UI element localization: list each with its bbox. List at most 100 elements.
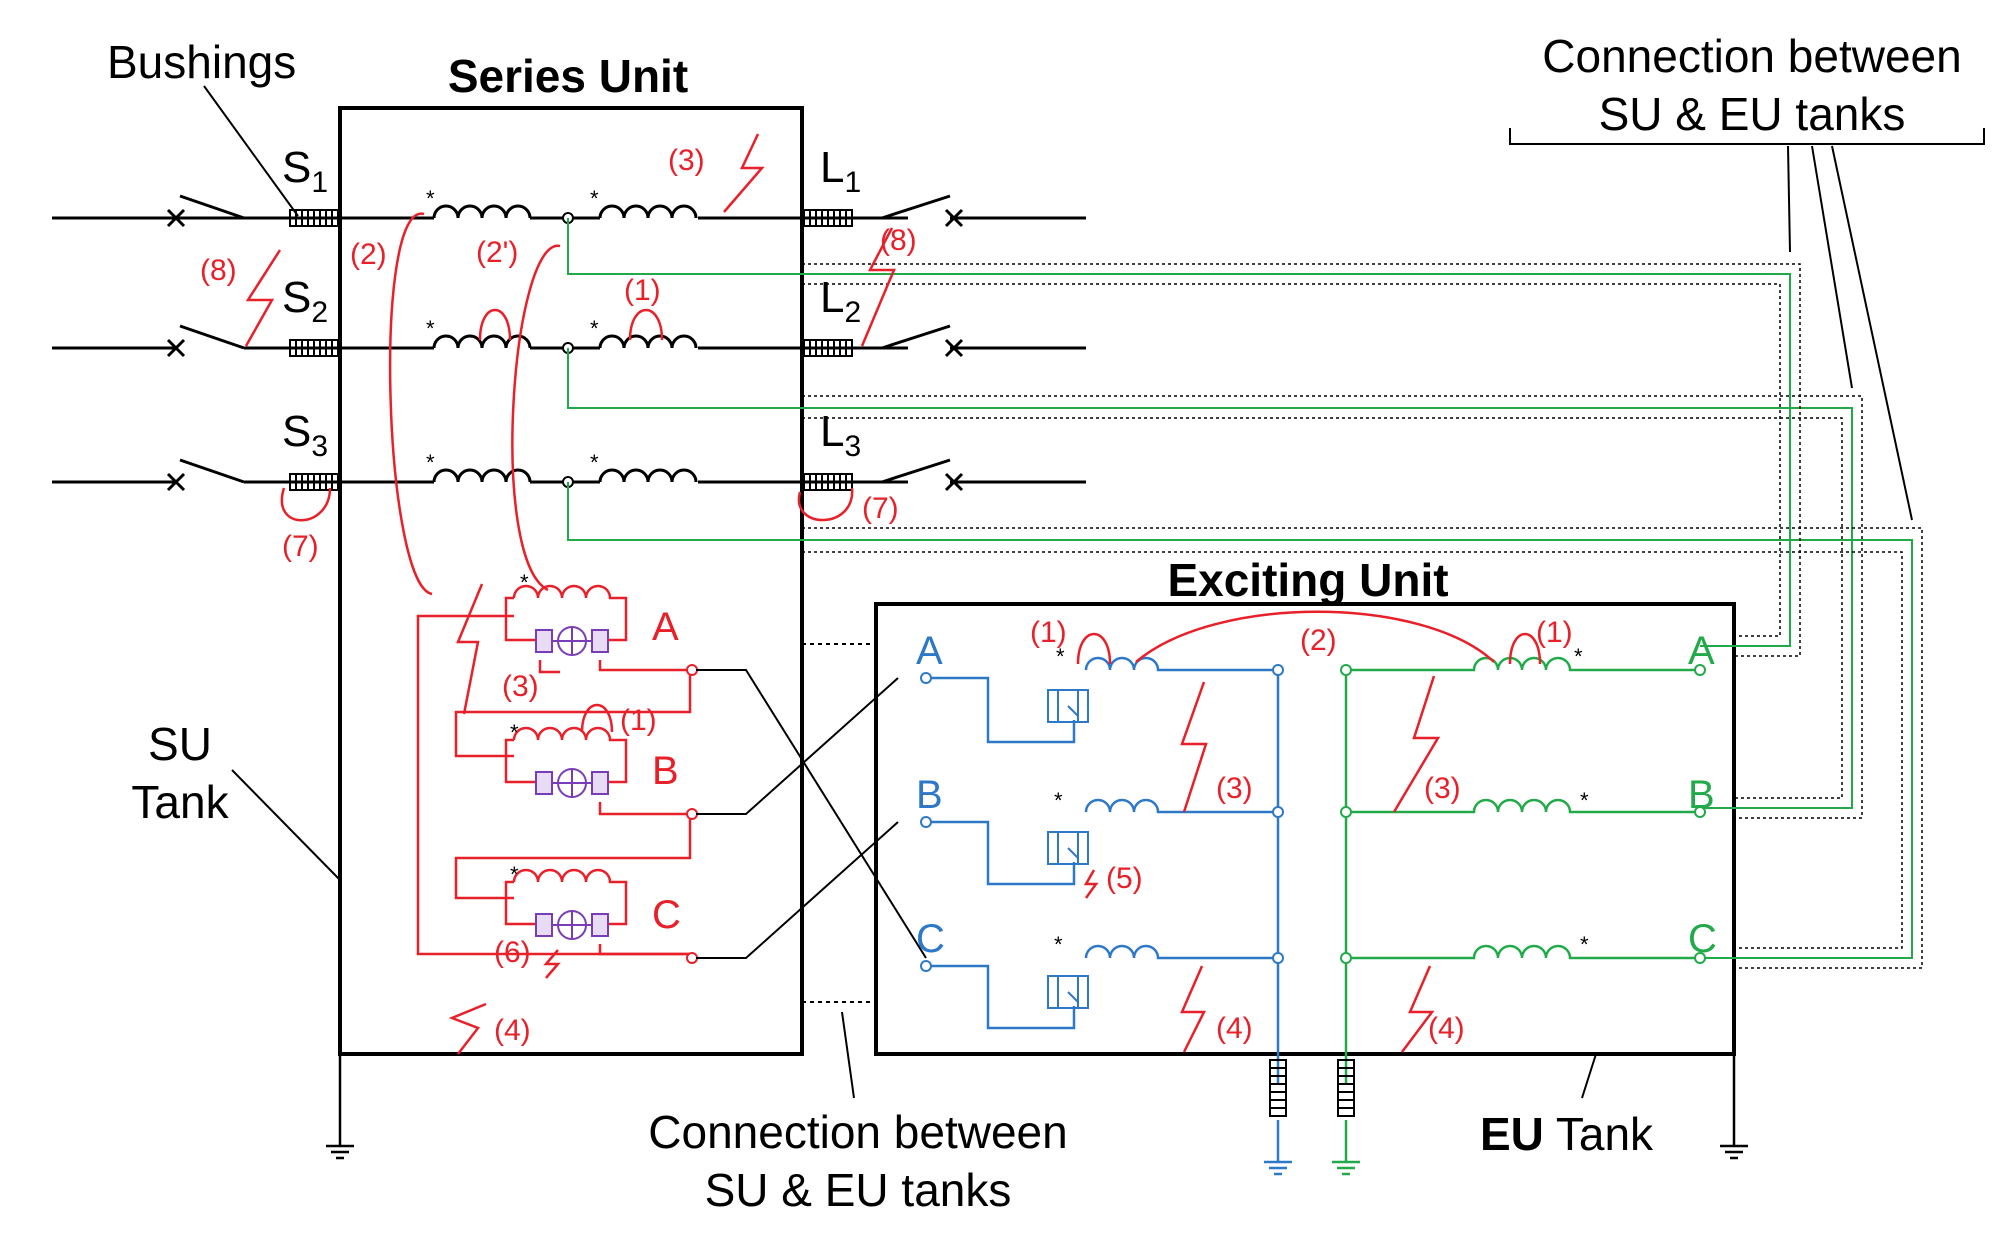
bushing-s3-icon <box>289 473 339 491</box>
svg-text:(1): (1) <box>624 274 661 307</box>
svg-text:B: B <box>652 749 679 793</box>
bushing-s1-icon <box>289 209 339 227</box>
eu-tank <box>874 602 1736 1056</box>
series-unit-title: Series Unit <box>448 50 688 102</box>
connection-top-leader-1 <box>1787 145 1791 253</box>
fault-labels: (3) (2) (2') (8) (8) (1) (7) (7) (3) (1)… <box>200 144 1573 1047</box>
svg-text:*: * <box>1574 644 1583 669</box>
svg-text:*: * <box>426 450 435 475</box>
ground-eu-tank-icon <box>1720 1054 1748 1160</box>
connection-bottom-label-1: Connection between <box>648 1106 1067 1158</box>
svg-text:(4): (4) <box>1428 1012 1465 1045</box>
eu-tank-label: EU Tank <box>1480 1108 1654 1160</box>
bushing-icons <box>289 209 853 491</box>
svg-text:(4): (4) <box>494 1014 531 1047</box>
eu-tank-leader <box>1581 1053 1597 1099</box>
eu-left-phase-labels: A B C <box>916 629 945 961</box>
svg-text:(3): (3) <box>1424 772 1461 805</box>
su-terminal-nodes <box>686 664 698 964</box>
series-windings <box>432 204 698 483</box>
load-terminal-labels: L1 L2 L3 <box>820 143 861 463</box>
fault-markers <box>244 133 1441 1055</box>
svg-text:(3): (3) <box>668 144 705 177</box>
dotted-bundles <box>802 263 1923 969</box>
connection-top-leader-2 <box>1811 145 1853 389</box>
svg-text:(4): (4) <box>1216 1012 1253 1045</box>
svg-text:C: C <box>652 893 681 937</box>
svg-text:(2): (2) <box>1300 624 1337 657</box>
svg-text:*: * <box>1054 788 1063 813</box>
breaker-x-marks <box>166 208 964 492</box>
svg-text:C: C <box>916 917 945 961</box>
svg-text:L3: L3 <box>820 407 861 463</box>
svg-text:(1): (1) <box>620 704 657 737</box>
connection-bottom-label-2: SU & EU tanks <box>705 1164 1012 1216</box>
svg-text:*: * <box>590 316 599 341</box>
svg-text:(3): (3) <box>1216 772 1253 805</box>
eu-primary-tap-icons <box>1047 689 1089 1009</box>
su-phase-labels: A B C <box>652 605 681 937</box>
su-tank-label-2: Tank <box>131 776 229 828</box>
svg-text:S1: S1 <box>282 143 328 199</box>
svg-text:*: * <box>426 186 435 211</box>
svg-text:(8): (8) <box>200 254 237 287</box>
ground-eu-green-icon <box>1332 1160 1360 1176</box>
green-connections <box>567 218 1913 959</box>
tap-changer-b-icon <box>535 768 609 798</box>
svg-text:(6): (6) <box>494 936 531 969</box>
polarity-marks-su: * * * <box>510 570 529 887</box>
connection-top-label-1: Connection between <box>1542 30 1961 82</box>
connection-bottom-leader <box>841 1011 855 1099</box>
svg-text:A: A <box>916 629 943 673</box>
svg-text:A: A <box>652 605 679 649</box>
su-eu-cross-wires <box>696 669 927 959</box>
eu-primary-windings <box>928 656 1280 1162</box>
svg-text:*: * <box>1056 644 1065 669</box>
polarity-marks-eu: * * * * * * <box>1054 644 1589 957</box>
source-terminal-labels: S1 S2 S3 <box>282 143 328 463</box>
svg-text:(7): (7) <box>282 530 319 563</box>
svg-text:(1): (1) <box>1536 616 1573 649</box>
svg-text:*: * <box>1580 788 1589 813</box>
connection-top-leader-3 <box>1831 145 1913 521</box>
svg-text:C: C <box>1688 917 1717 961</box>
bushing-s2-icon <box>289 339 339 357</box>
svg-text:B: B <box>916 773 943 817</box>
svg-text:A: A <box>1688 629 1715 673</box>
svg-text:(5): (5) <box>1106 862 1143 895</box>
exciting-unit-title: Exciting Unit <box>1167 554 1448 606</box>
su-tap-changer-icons <box>535 626 609 940</box>
bushings-label: Bushings <box>107 36 296 88</box>
svg-text:(7): (7) <box>862 492 899 525</box>
eu-right-phase-labels: A B C <box>1688 629 1717 961</box>
svg-text:(2): (2) <box>350 238 387 271</box>
svg-text:(3): (3) <box>502 670 539 703</box>
svg-text:L2: L2 <box>820 273 861 329</box>
ground-icons <box>326 1054 1748 1176</box>
su-tank-label-1: SU <box>148 718 212 770</box>
svg-text:L1: L1 <box>820 143 861 199</box>
svg-text:*: * <box>510 862 519 887</box>
neutral-bushing-green-icon <box>1337 1059 1355 1117</box>
tap-changer-a-icon <box>535 626 609 656</box>
bushing-l1-icon <box>803 209 853 227</box>
tap-changer-c-icon <box>535 910 609 940</box>
bushing-l2-icon <box>803 339 853 357</box>
ground-su-icon <box>326 1054 354 1160</box>
svg-text:*: * <box>1580 932 1589 957</box>
fault-arcs <box>280 212 1542 733</box>
eu-primary-nodes <box>920 664 1284 972</box>
svg-text:B: B <box>1688 773 1715 817</box>
eu-secondary-nodes <box>1340 664 1706 964</box>
svg-text:(1): (1) <box>1030 616 1067 649</box>
polarity-marks-series: ** ** ** <box>426 186 599 475</box>
svg-text:*: * <box>520 570 529 595</box>
svg-text:*: * <box>426 316 435 341</box>
svg-text:(2'): (2') <box>476 236 518 269</box>
bushings-leader <box>203 85 299 217</box>
su-tank <box>338 106 804 1056</box>
eu-secondary-windings <box>1344 656 1700 1162</box>
svg-text:*: * <box>510 720 519 745</box>
